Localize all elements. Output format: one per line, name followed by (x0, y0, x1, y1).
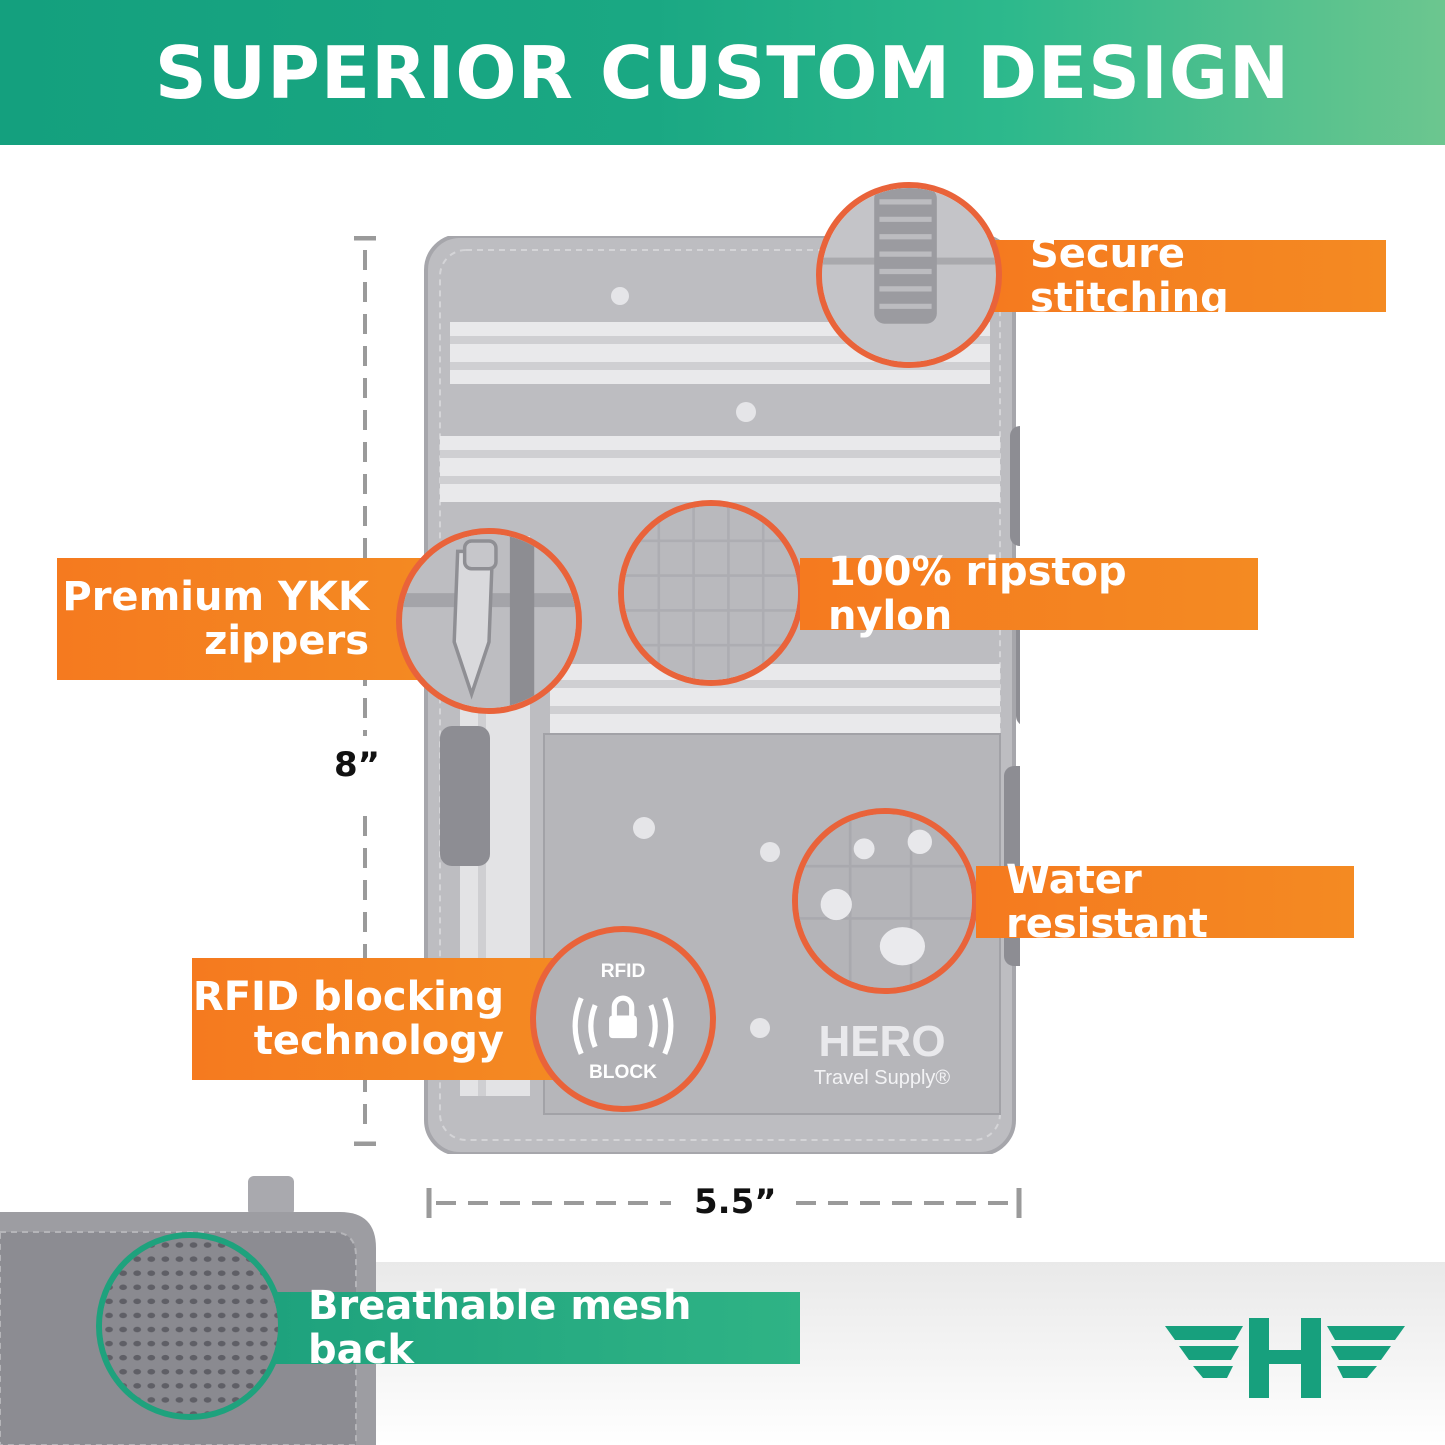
rfid-badge-top-text: RFID (601, 961, 646, 982)
rfid-lock-icon: RFID BLOCK (572, 961, 674, 1083)
hero-wings-logo-icon (1165, 1318, 1405, 1398)
callout-rfid-line-2: technology (253, 1018, 504, 1064)
rfid-badge-bottom-text: BLOCK (589, 1062, 657, 1083)
height-label: 8” (334, 745, 381, 785)
callout-water-resistant-text: Water resistant (1006, 857, 1208, 947)
callout-ripstop-nylon: 100% ripstop nylon (800, 550, 1258, 638)
top-banner: SUPERIOR CUSTOM DESIGN (0, 0, 1445, 145)
width-label: 5.5” (694, 1182, 777, 1222)
callout-premium-ykk-zippers: Premium YKK zippers (57, 558, 437, 680)
banner-title: SUPERIOR CUSTOM DESIGN (154, 30, 1291, 115)
rfid-badge: RFID BLOCK (530, 926, 716, 1112)
width-dimension-line (426, 1188, 1022, 1218)
callout-ripstop-nylon-text: 100% ripstop nylon (828, 549, 1127, 639)
callout-ykk-line-2: zippers (204, 618, 369, 664)
mesh-texture-icon (96, 1232, 284, 1420)
callout-rfid-line-1: RFID blocking (192, 974, 504, 1020)
callout-breathable-mesh: Breathable mesh back (270, 1284, 800, 1372)
callout-water-resistant: Water resistant (976, 858, 1354, 946)
pouch-brand-tagline: Travel Supply® (814, 1067, 951, 1089)
callout-breathable-mesh-text: Breathable mesh back (308, 1283, 692, 1373)
nylon-texture-icon (618, 500, 804, 686)
callout-rfid-blocking: RFID blocking technology (192, 958, 562, 1080)
zipper-closeup-icon (396, 528, 582, 714)
callout-ykk-line-1: Premium YKK (62, 574, 369, 620)
stitching-closeup-icon (816, 182, 1002, 368)
water-drops-icon (792, 808, 978, 994)
pouch-brand-wordmark: HERO (818, 1017, 945, 1066)
callout-secure-stitching-text: Secure stitching (1030, 231, 1229, 321)
callout-secure-stitching: Secure stitching (990, 232, 1386, 320)
